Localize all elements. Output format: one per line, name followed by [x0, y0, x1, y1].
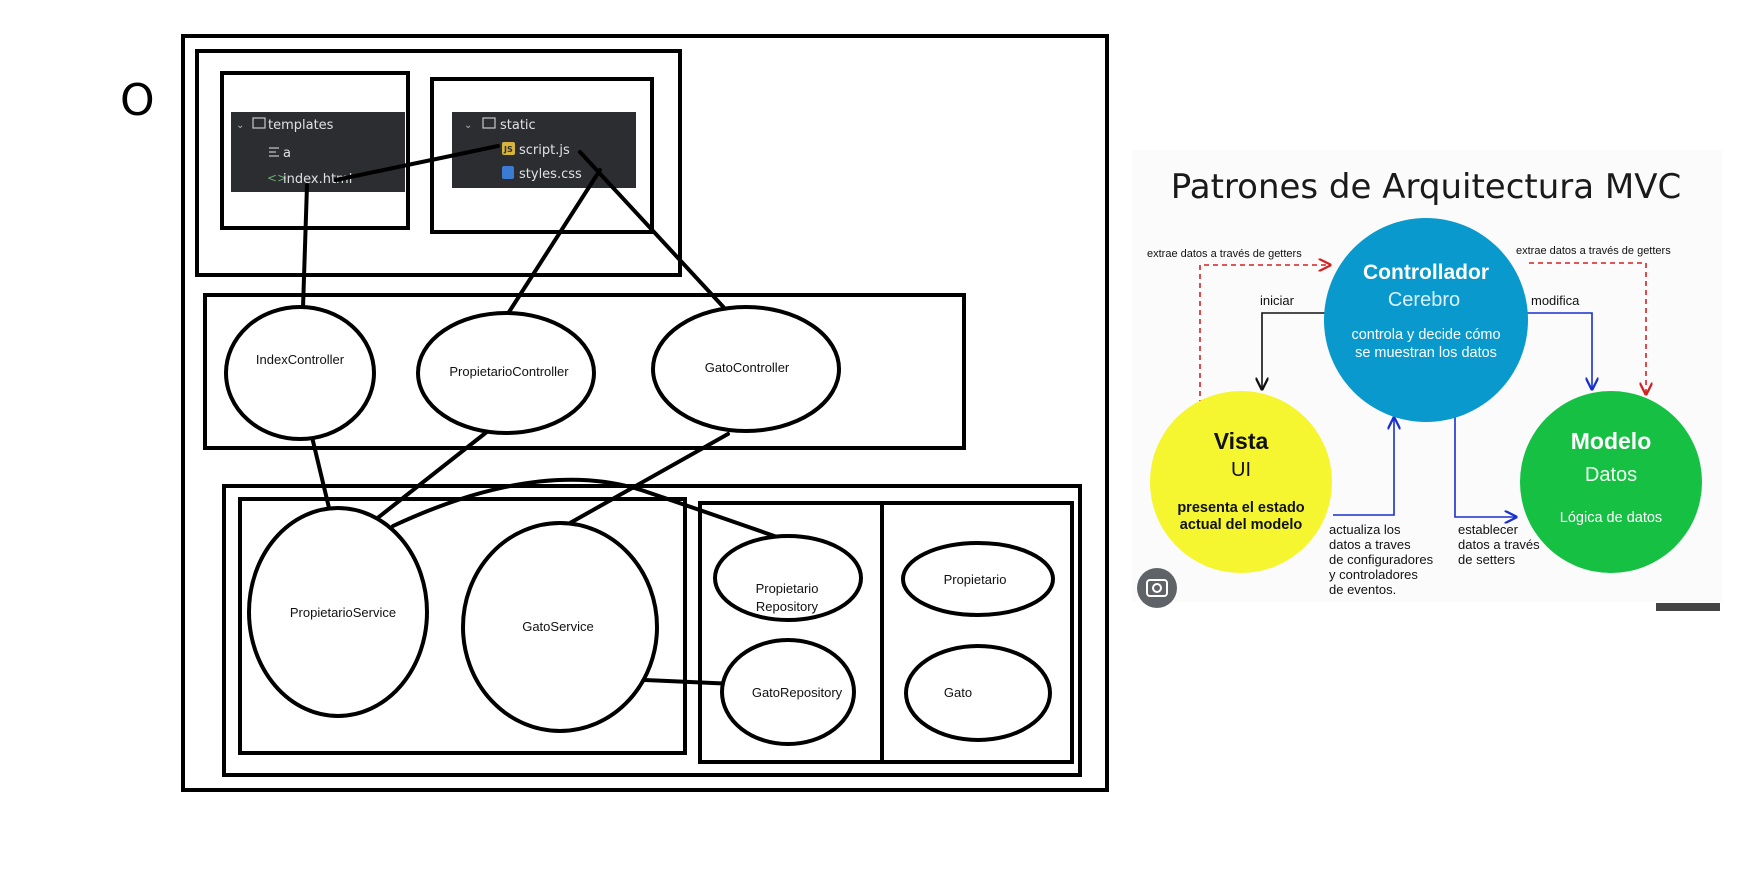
templates-folder-label[interactable]: templates [268, 118, 334, 133]
templates-box [220, 71, 410, 230]
model-circle[interactable] [1520, 391, 1702, 573]
gato-model-label: Gato [944, 685, 972, 700]
gato-controller-label: GatoController [705, 360, 790, 375]
propietario-model-oval[interactable] [901, 541, 1055, 617]
svg-text:JS: JS [503, 145, 513, 154]
gato-controller-oval[interactable] [651, 305, 841, 433]
models-box [880, 501, 1074, 764]
templates-file-tree: ⌄ templates a <> index.html [231, 112, 405, 192]
mvc-diagram: Patrones de Arquitectura MVC extrae dato… [1132, 150, 1722, 611]
gato-service-oval[interactable] [461, 521, 659, 733]
chevron-down-icon: ⌄ [464, 120, 472, 131]
model-sub: Datos [1585, 464, 1637, 486]
svg-text:y controladores: y controladores [1329, 567, 1418, 582]
gato-model-oval[interactable] [904, 644, 1052, 742]
getters-left-label: extrae datos a través de getters [1147, 248, 1302, 260]
propietario-controller-oval[interactable] [416, 311, 596, 435]
svg-text:de setters: de setters [1458, 552, 1516, 567]
modifica-arrow [1526, 312, 1592, 389]
actualiza-arrow [1333, 418, 1394, 516]
getter-arrows [1199, 263, 1646, 405]
static-folder-label[interactable]: static [500, 118, 536, 133]
propietario-model-label: Propietario [944, 572, 1007, 587]
chevron-down-icon: ⌄ [236, 120, 244, 131]
controller-title: Controllador [1363, 261, 1489, 284]
gato-service-label: GatoService [522, 619, 594, 634]
mvc-title: Patrones de Arquitectura MVC [1171, 167, 1681, 207]
templates-file-index[interactable]: index.html [283, 172, 352, 187]
propietario-service-oval[interactable] [247, 506, 429, 718]
templates-file-a[interactable]: a [283, 146, 291, 161]
backend-box [222, 484, 1082, 777]
svg-text:datos a través: datos a través [1458, 537, 1540, 552]
propietario-repository-label-1: Propietario [756, 581, 819, 596]
lens-icon[interactable] [1137, 568, 1177, 608]
propietario-repository-oval[interactable] [713, 534, 863, 622]
modifica-label: modifica [1531, 293, 1580, 308]
folder-icon [252, 117, 266, 129]
gato-repository-label: GatoRepository [752, 685, 843, 700]
model-title: Modelo [1571, 428, 1652, 454]
css-file-icon [502, 166, 514, 179]
iniciar-arrow [1262, 312, 1328, 389]
sketch-ovals [224, 305, 1055, 746]
model-desc: Lógica de datos [1560, 510, 1662, 526]
controllers-box [203, 293, 966, 450]
frontend-box [195, 49, 682, 277]
view-desc-1: presenta el estado [1177, 500, 1304, 516]
controller-sub: Cerebro [1388, 289, 1460, 311]
view-desc-2: actual del modelo [1180, 517, 1303, 533]
html-file-icon: <> [267, 171, 287, 185]
propietario-controller-label: PropietarioController [449, 364, 569, 379]
static-box [430, 77, 654, 234]
static-file-styles[interactable]: styles.css [519, 167, 582, 182]
iniciar-label: iniciar [1260, 293, 1295, 308]
controller-circle[interactable] [1324, 218, 1528, 422]
establecer-arrow [1454, 415, 1516, 517]
circle-mark: O [120, 75, 155, 126]
svg-text:establecer: establecer [1458, 522, 1519, 537]
actualiza-text: actualiza los datos a traves de configur… [1329, 522, 1434, 597]
outer-frame [181, 34, 1109, 792]
architecture-sketch [181, 34, 1109, 792]
gato-repository-oval[interactable] [720, 638, 856, 746]
static-file-script[interactable]: script.js [519, 143, 570, 158]
sketch-connectors [301, 144, 782, 686]
svg-text:datos a traves: datos a traves [1329, 537, 1411, 552]
index-controller-label: IndexController [256, 352, 345, 367]
view-title: Vista [1214, 428, 1269, 454]
propietario-service-label: PropietarioService [290, 605, 396, 620]
controller-desc-1: controla y decide cómo [1351, 327, 1500, 343]
view-sub: UI [1231, 459, 1251, 481]
svg-text:de eventos.: de eventos. [1329, 582, 1396, 597]
sketch-labels: IndexController PropietarioController Ga… [256, 352, 1007, 700]
text-file-icon [269, 147, 279, 157]
propietario-repository-label-2: Repository [756, 599, 819, 614]
javascript-file-icon [502, 142, 515, 155]
svg-text:de configuradores: de configuradores [1329, 552, 1434, 567]
view-circle[interactable] [1150, 391, 1332, 573]
corner-mark [1656, 603, 1720, 611]
index-controller-oval[interactable] [224, 305, 376, 441]
getters-right-label: extrae datos a través de getters [1516, 245, 1671, 257]
establecer-text: establecer datos a través de setters [1458, 522, 1540, 567]
folder-icon [482, 117, 496, 129]
controller-desc-2: se muestran los datos [1355, 345, 1497, 361]
svg-text:actualiza los: actualiza los [1329, 522, 1401, 537]
